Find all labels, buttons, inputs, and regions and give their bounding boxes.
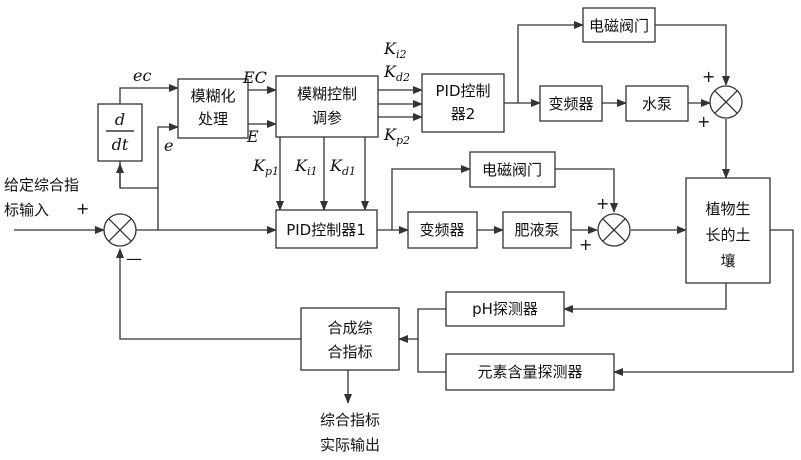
- kd2-label: Kd2: [383, 62, 410, 84]
- pid1-label: PID控制器1: [286, 221, 366, 239]
- derivative-block: d dt: [98, 104, 142, 161]
- soil-label-line3: 壤: [720, 252, 735, 270]
- ph-sensor-label: pH探测器: [472, 300, 538, 318]
- input-plus-sign: +: [76, 199, 89, 218]
- kp1-label: Kp1: [252, 156, 279, 178]
- output-label-line2: 实际输出: [320, 436, 380, 454]
- synthesis-label-line1: 合成综: [327, 319, 372, 337]
- soil-label-line2: 长的土: [705, 226, 750, 244]
- fuzzify-block: 模糊化 处理: [178, 79, 248, 138]
- ph-sensor-block: pH探测器: [446, 292, 564, 326]
- top-sum-plus-a: +: [702, 67, 715, 86]
- fuzzify-label-line1: 模糊化: [190, 87, 235, 105]
- fertilizer-pump-block: 肥液泵: [503, 212, 571, 248]
- pid2-label-line1: PID控制: [435, 82, 490, 100]
- middle-inverter-label: 变频器: [419, 221, 464, 239]
- top-summing-junction: [710, 86, 742, 118]
- kp2-label: Kp2: [383, 125, 410, 147]
- fertilizer-pump-label: 肥液泵: [514, 221, 559, 239]
- derivative-denominator: dt: [112, 135, 129, 154]
- e-label: e: [164, 136, 173, 155]
- kd1-label: Kd1: [329, 156, 356, 178]
- water-pump-label: 水泵: [642, 95, 672, 113]
- ec-label: ec: [133, 66, 151, 85]
- water-pump-block: 水泵: [626, 86, 688, 121]
- top-sum-plus-b: +: [697, 112, 710, 131]
- middle-solenoid-valve-block: 电磁阀门: [470, 152, 555, 187]
- fuzzy-tuning-block: 模糊控制 调参: [276, 76, 378, 137]
- element-sensor-block: 元素含量探测器: [446, 354, 614, 390]
- derivative-numerator: d: [115, 110, 125, 129]
- pid-controller-1-block: PID控制器1: [276, 210, 377, 248]
- top-inverter-label: 变频器: [548, 95, 593, 113]
- fuzzy-tuning-label-line2: 调参: [312, 109, 342, 127]
- middle-sum-plus-b: +: [579, 235, 592, 254]
- top-valve-label: 电磁阀门: [589, 17, 649, 35]
- input-label-line1: 给定综合指: [4, 176, 79, 194]
- middle-summing-junction: [598, 214, 630, 246]
- fuzzify-label-line2: 处理: [198, 110, 228, 128]
- ki1-label: Ki1: [294, 156, 317, 178]
- ki2-label: Ki2: [383, 39, 406, 61]
- element-sensor-label: 元素含量探测器: [477, 363, 582, 381]
- main-summing-junction: [104, 214, 136, 246]
- feedback-minus-sign: —: [126, 249, 142, 268]
- top-solenoid-valve-block: 电磁阀门: [583, 8, 655, 42]
- top-inverter-block: 变频器: [540, 86, 602, 121]
- synthesis-label-line2: 合指标: [327, 343, 372, 361]
- pid-controller-2-block: PID控制 器2: [422, 74, 504, 132]
- pid2-label-line2: 器2: [451, 105, 476, 123]
- EC-label: EC: [242, 68, 267, 87]
- soil-label-line1: 植物生: [705, 200, 750, 218]
- middle-sum-plus-a: +: [596, 194, 609, 213]
- fuzzy-tuning-label-line1: 模糊控制: [297, 85, 357, 103]
- output-label-line1: 综合指标: [320, 411, 380, 429]
- synthesis-block: 合成综 合指标: [301, 308, 399, 370]
- middle-valve-label: 电磁阀门: [482, 161, 542, 179]
- E-label: E: [246, 127, 259, 146]
- input-label-line2: 标输入: [4, 201, 49, 219]
- middle-inverter-block: 变频器: [408, 212, 477, 248]
- plant-soil-block: 植物生 长的土 壤: [686, 178, 770, 283]
